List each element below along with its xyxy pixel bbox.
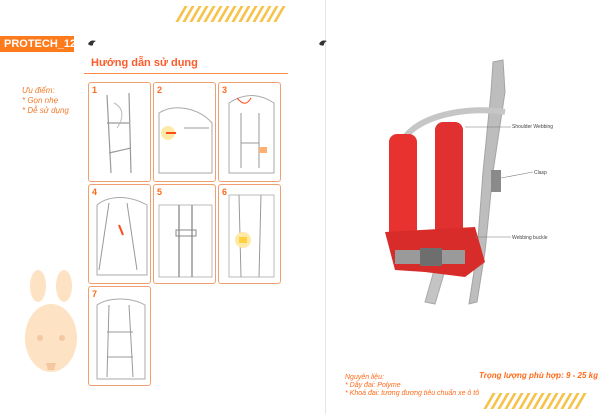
- step-illustration: [96, 197, 148, 276]
- step-card: 4: [88, 184, 151, 284]
- step-number: 7: [92, 289, 98, 299]
- step-illustration: [106, 92, 132, 174]
- callout-shoulder-webbing: Shoulder Webbing: [512, 124, 554, 130]
- step-card: 2: [153, 82, 216, 182]
- callout-clasp: Clasp: [534, 170, 547, 176]
- step-illustration: [228, 194, 275, 278]
- title-divider: [84, 73, 288, 74]
- step-card: 1: [88, 82, 151, 182]
- section-title: Hướng dẫn sử dụng: [91, 57, 198, 69]
- step-number: 6: [222, 187, 228, 197]
- advantage-item: * Dễ sử dụng: [22, 106, 69, 115]
- decorative-stripes: [175, 6, 286, 24]
- bird-logo-icon: [88, 40, 96, 46]
- step-illustration: [96, 298, 146, 380]
- step-number: 4: [92, 187, 98, 197]
- bird-logo-icon: [319, 40, 327, 46]
- advantage-item: * Gọn nhẹ: [22, 96, 59, 105]
- step-illustration: [228, 95, 275, 174]
- step-card: 7: [88, 286, 151, 386]
- step-number: 5: [157, 187, 163, 197]
- step-number: 1: [92, 85, 98, 95]
- advantages-block: Ưu điểm: * Gọn nhẹ * Dễ sử dụng: [22, 86, 69, 116]
- materials-heading: Nguyên liệu:: [345, 374, 384, 381]
- decorative-stripes: [483, 393, 587, 411]
- suitable-weight: Trọng lượng phù hợp: 9 - 25 kg: [479, 371, 598, 380]
- harness-product-image: [385, 59, 534, 305]
- page-spine: [325, 0, 326, 414]
- step-card: 3: [218, 82, 281, 182]
- step-number: 3: [222, 85, 228, 95]
- product-tag: PROTECH_12: [0, 36, 76, 52]
- materials-block: Nguyên liệu: * Dây đai: Polyme * Khoá đa…: [345, 374, 479, 398]
- material-item: * Khoá đai: tương đương tiêu chuẩn xe ô …: [345, 390, 480, 397]
- step-illustration: [158, 107, 213, 174]
- step-card: 6: [218, 184, 281, 284]
- step-number: 2: [157, 85, 163, 95]
- step-card: 5: [153, 184, 216, 284]
- bunny-mascot-icon: [25, 270, 77, 372]
- advantages-heading: Ưu điểm:: [22, 86, 55, 95]
- callout-webbing-buckle: Webbing buckle: [512, 235, 548, 241]
- step-illustration: [158, 204, 213, 278]
- material-item: * Dây đai: Polyme: [345, 382, 401, 389]
